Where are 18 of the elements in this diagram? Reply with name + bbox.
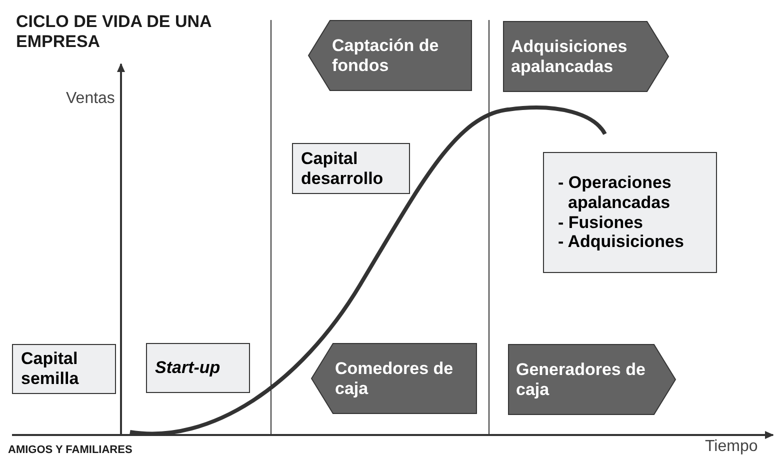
node-label: Captación de fondos: [332, 36, 440, 76]
list-item: - Fusiones: [558, 212, 644, 232]
label-box: [543, 152, 717, 273]
label-box: [292, 143, 410, 194]
node-label: Capital semilla: [21, 349, 80, 389]
label-box: [146, 343, 250, 393]
footnote-label: AMIGOS Y FAMILIARES: [8, 444, 132, 456]
node-label: Start-up: [155, 358, 222, 378]
list-item: - Operaciones apalancadas: [558, 173, 672, 212]
axis-label: Ventas: [66, 90, 115, 108]
label-box: [12, 344, 116, 394]
node-label: Adquisiciones apalancadas: [511, 36, 628, 76]
node-label: Comedores de caja: [335, 358, 454, 398]
node-label: Capital desarrollo: [301, 148, 384, 188]
diagram-title: CICLO DE VIDA DE UNA EMPRESA: [16, 12, 212, 53]
list-item: - Adquisiciones: [558, 232, 685, 252]
node-label: Generadores de caja: [516, 360, 646, 400]
axis-label: Tiempo: [705, 438, 758, 456]
